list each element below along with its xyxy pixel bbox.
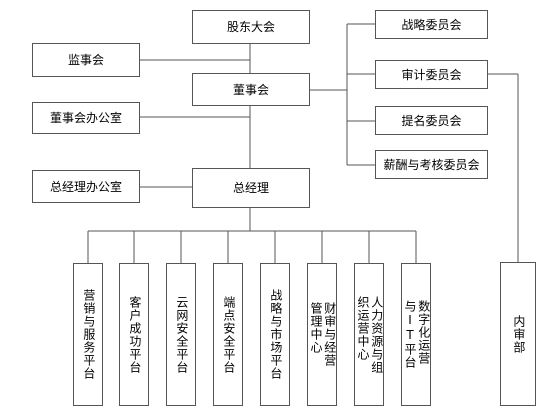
internal-audit-box: 内审部 — [500, 262, 536, 406]
platform-label-cloud-network-security: 云网安全平台 — [174, 295, 189, 374]
internal-audit-label: 内审部 — [511, 314, 526, 354]
platform-label-customer-success: 客户成功平台 — [127, 295, 142, 374]
platform-box-strategy-market: 战略与市场平台 — [260, 263, 290, 406]
supervisory-board-box: 监事会 — [32, 43, 140, 77]
supervisory-board-label: 监事会 — [67, 53, 104, 67]
platform-box-hr-organization: 人力资源与组 织运营中心 — [354, 263, 384, 406]
platform-label-finance-audit-operations: 财审与经营 管理中心 — [309, 302, 337, 367]
platform-label-digital-it: 数字化运营 与IT平台 — [403, 300, 431, 369]
board-of-directors-box: 董事会 — [192, 73, 310, 106]
audit-committee-label: 审计委员会 — [401, 67, 462, 82]
general-manager-label: 总经理 — [232, 181, 269, 195]
platform-label-marketing-service: 营销与服务平台 — [81, 289, 96, 380]
general-manager-box: 总经理 — [192, 168, 310, 208]
nomination-committee-box: 提名委员会 — [375, 106, 488, 135]
shareholders-meeting-label: 股东大会 — [226, 20, 275, 34]
strategy-committee-label: 战略委员会 — [401, 17, 462, 32]
shareholders-meeting-box: 股东大会 — [192, 10, 310, 44]
gm-office-label: 总经理办公室 — [49, 179, 122, 194]
nomination-committee-label: 提名委员会 — [401, 113, 462, 128]
compensation-committee-label: 薪酬与考核委员会 — [383, 157, 480, 172]
platform-label-hr-organization: 人力资源与组 织运营中心 — [356, 295, 384, 374]
platform-box-endpoint-security: 端点安全平台 — [213, 263, 243, 406]
compensation-committee-box: 薪酬与考核委员会 — [375, 150, 488, 179]
audit-committee-box: 审计委员会 — [375, 60, 488, 89]
board-office-box: 董事会办公室 — [32, 102, 140, 134]
gm-office-box: 总经理办公室 — [32, 170, 140, 203]
board-of-directors-label: 董事会 — [232, 82, 269, 97]
platform-box-marketing-service: 营销与服务平台 — [73, 263, 103, 406]
platform-label-endpoint-security: 端点安全平台 — [221, 295, 236, 374]
platform-box-customer-success: 客户成功平台 — [119, 263, 149, 406]
board-office-label: 董事会办公室 — [49, 111, 122, 125]
strategy-committee-box: 战略委员会 — [375, 10, 488, 39]
platform-box-cloud-network-security: 云网安全平台 — [166, 263, 196, 406]
platform-box-digital-it: 数字化运营 与IT平台 — [401, 263, 431, 406]
platform-label-strategy-market: 战略与市场平台 — [268, 289, 283, 380]
platform-box-finance-audit-operations: 财审与经营 管理中心 — [307, 263, 337, 406]
